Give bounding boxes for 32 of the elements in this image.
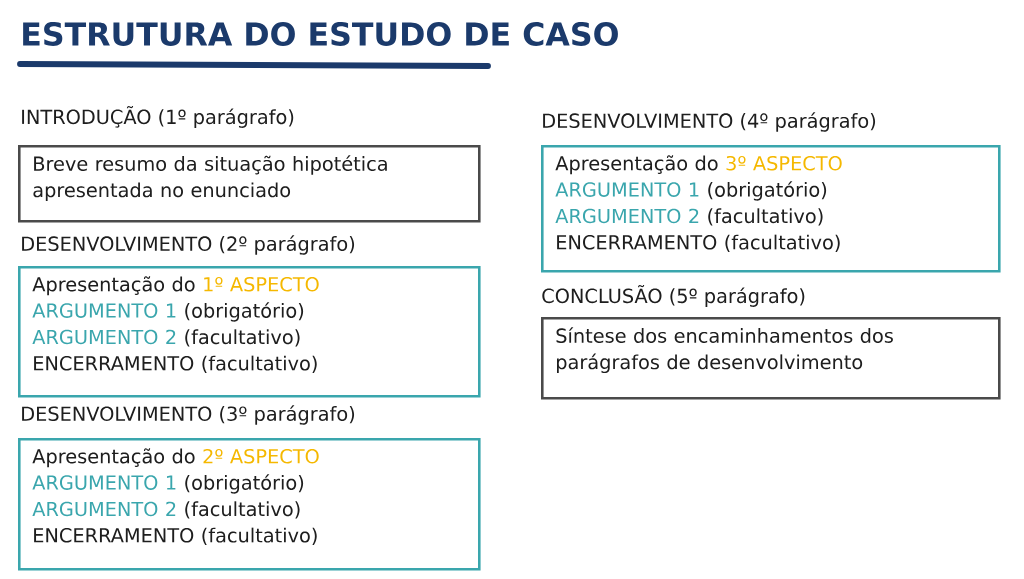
node-label: Apresentação do [32,276,195,296]
node-label: (facultativo) [708,208,823,226]
node-label: (obrigatório) [185,474,304,494]
node-label: ARGUMENTO 2 [32,501,176,517]
node-label: 2º ASPECTO [203,448,319,464]
node-label: ENCERRAMENTO (facultativo) [34,527,317,545]
node-label: ARGUMENTO 2 [555,208,699,224]
box-heading: DESENVOLVIMENTO (4º parágrafo) [543,112,876,132]
node-label: ENCERRAMENTO (facultativo) [34,355,317,373]
node-label: Apresentação do [555,155,718,175]
node-label: 1º ASPECTO [204,276,319,292]
title: ESTRUTURA DO ESTUDO DE CASO [23,22,618,46]
node-label: (facultativo) [185,501,300,519]
text-box: Breve resumo da situação hipotética apresentada no enunciado [18,145,481,223]
box-heading: DESENVOLVIMENTO (2º parágrafo) [22,235,355,255]
node-label: ARGUMENTO 1 [32,303,176,318]
node-label: (obrigatório) [185,302,304,322]
node-label: Apresentação do [32,448,195,468]
node-label: (obrigatório) [708,181,827,201]
node-label: ARGUMENTO 2 [32,329,176,345]
text-box: Apresentação do 3º ASPECTO ARGUMENTO 1 (obrigatório) ARGUMENTO 2 (facultativo) ENCERRAMENTO (facultativo) [541,145,1001,273]
text-box: Apresentação do 2º ASPECTO ARGUMENTO 1 (obrigatório) ARGUMENTO 2 (facultativo) ENCERRAMENTO (facultativo) [18,438,481,571]
text-box: Apresentação do 1º ASPECTO ARGUMENTO 1 (obrigatório) ARGUMENTO 2 (facultativo) ENCERRAMENTO (facultativo) [18,266,481,398]
text-box: Síntese dos encaminhamentos dos parágrafos de desenvolvimento [541,317,1001,400]
node-label: 3º ASPECTO [726,155,842,171]
node-label: ENCERRAMENTO (facultativo) [557,234,840,252]
node-label: ARGUMENTO 1 [555,182,699,197]
node-label: ARGUMENTO 1 [32,475,176,490]
box-heading: CONCLUSÃO (5º parágrafo) [542,285,805,307]
node-label: (facultativo) [185,329,300,347]
box-heading: INTRODUÇÃO (1º parágrafo) [22,106,294,128]
box-heading: DESENVOLVIMENTO (3º parágrafo) [22,405,355,425]
